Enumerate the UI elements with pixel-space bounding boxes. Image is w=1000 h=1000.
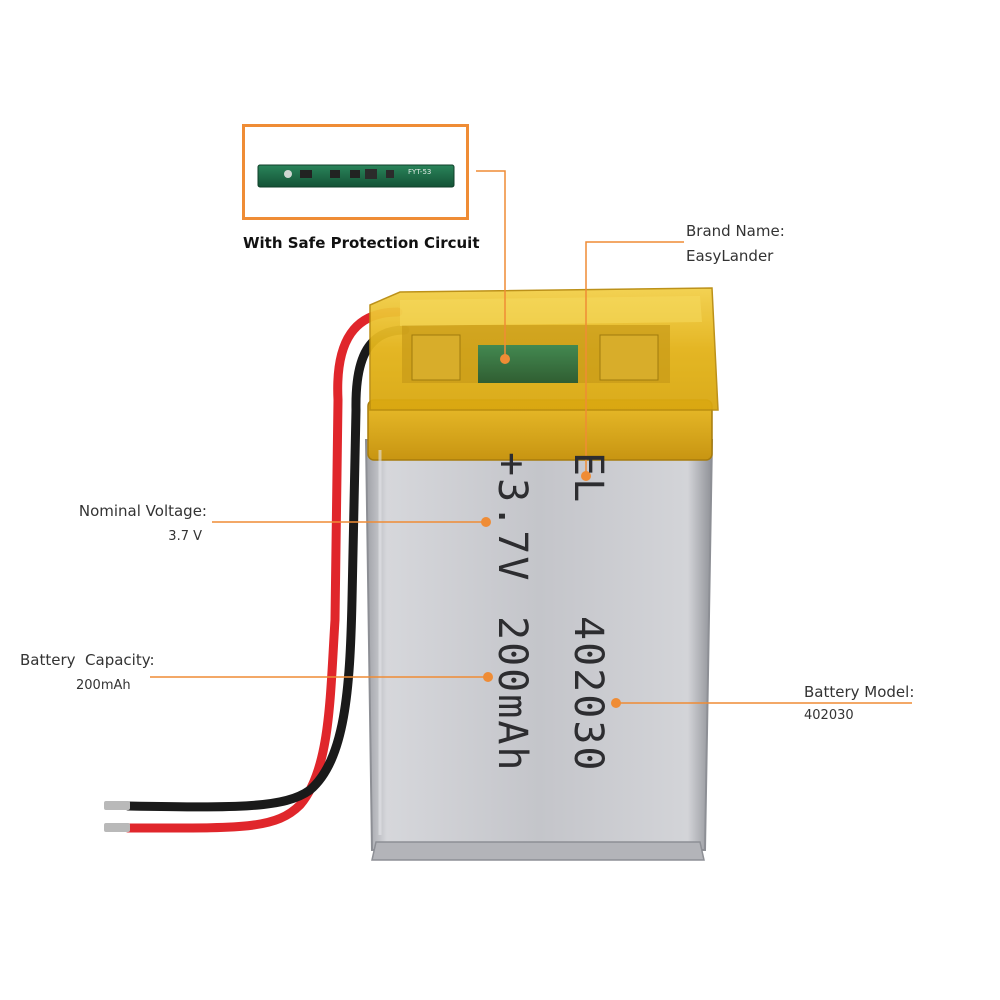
circuit-board-image xyxy=(257,164,455,188)
callout-lines xyxy=(150,170,912,704)
brand-dot xyxy=(581,471,591,481)
red-wire xyxy=(123,307,403,833)
black-wire xyxy=(123,325,410,812)
voltage-dot xyxy=(481,517,491,527)
capacity-label: Battery Capacity: xyxy=(20,651,155,669)
capacity-value: 200mAh xyxy=(76,678,131,693)
lead-wires xyxy=(104,307,410,833)
top-tape xyxy=(369,287,719,411)
red-wire-tip xyxy=(104,823,130,832)
callout-dots xyxy=(481,354,621,708)
voltage-value: 3.7 V xyxy=(168,529,202,544)
battery-cell xyxy=(364,399,714,861)
cell-print-brand-mark: EL xyxy=(565,452,611,505)
brand-value: EasyLander xyxy=(686,247,774,265)
protection-board-in-situ xyxy=(478,345,578,383)
cell-print-model: 402030 xyxy=(565,616,611,773)
model-value: 402030 xyxy=(804,708,854,723)
voltage-label: Nominal Voltage: xyxy=(78,502,207,520)
cell-print-voltage: +3.7V xyxy=(489,452,535,583)
brand-leader xyxy=(585,241,684,474)
circuit-leader xyxy=(476,170,506,356)
model-dot xyxy=(611,698,621,708)
circuit-board-text: FYT-53 xyxy=(408,168,432,176)
capacity-dot xyxy=(483,672,493,682)
model-label: Battery Model: xyxy=(804,683,915,701)
circuit-dot xyxy=(500,354,510,364)
brand-label: Brand Name: xyxy=(686,222,785,240)
cell-print-capacity: 200mAh xyxy=(489,616,535,773)
circuit-caption: With Safe Protection Circuit xyxy=(243,234,480,252)
circuit-inset-frame xyxy=(242,124,469,220)
black-wire-tip xyxy=(104,801,130,810)
